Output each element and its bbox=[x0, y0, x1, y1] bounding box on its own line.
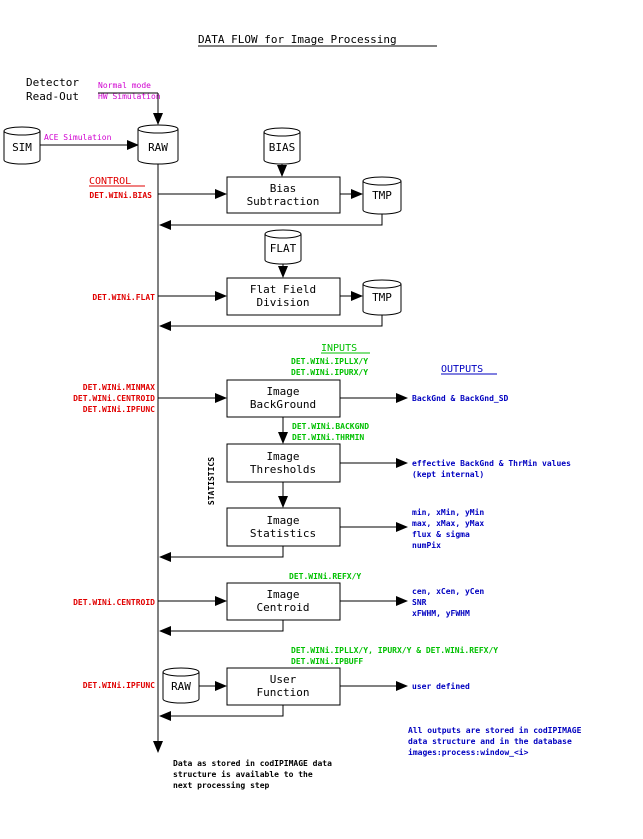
raw-store: RAW bbox=[137, 124, 179, 165]
tmp-store-2: TMP bbox=[362, 279, 402, 316]
statistics-box-line2: Statistics bbox=[250, 527, 316, 540]
thresholds-box-line2: Thresholds bbox=[250, 463, 316, 476]
output-statistics-2: max, xMax, yMax bbox=[412, 519, 484, 528]
flat-box-line1: Flat Field bbox=[250, 283, 316, 296]
control-centroid-2: DET.WINi.CENTROID bbox=[73, 597, 155, 607]
input-background-1: DET.WINi.IPLLX/Y bbox=[291, 356, 368, 366]
background-box-line2: BackGround bbox=[250, 398, 316, 411]
statistics-vertical-label: STATISTICS bbox=[207, 457, 216, 505]
user-function-box bbox=[226, 667, 341, 706]
flat-box-line2: Division bbox=[257, 296, 310, 309]
output-user: user defined bbox=[412, 681, 470, 691]
control-bias: DET.WINi.BIAS bbox=[89, 190, 152, 200]
output-statistics-4: numPix bbox=[412, 540, 441, 550]
raw-label: RAW bbox=[148, 141, 168, 154]
centroid-box-line1: Image bbox=[266, 588, 299, 601]
statistics-return-arrow bbox=[159, 546, 284, 562]
image-centroid-box bbox=[226, 582, 341, 621]
final-note-1: Data as stored in codIPIMAGE data bbox=[173, 758, 332, 768]
tmp-label-2: TMP bbox=[372, 291, 392, 304]
bias-store: BIAS bbox=[263, 127, 301, 165]
background-box-line1: Image bbox=[266, 385, 299, 398]
output-centroid-3: xFWHM, yFWHM bbox=[412, 609, 470, 618]
centroid-box-line2: Centroid bbox=[257, 601, 310, 614]
output-statistics-3: flux & sigma bbox=[412, 529, 470, 539]
bias-subtraction-box bbox=[226, 176, 341, 214]
bias-label: BIAS bbox=[269, 141, 296, 154]
sim-label: SIM bbox=[12, 141, 32, 154]
bias-box-line1: Bias bbox=[270, 182, 297, 195]
control-flat: DET.WINi.FLAT bbox=[92, 292, 155, 302]
input-background-2: DET.WINi.IPURX/Y bbox=[291, 367, 368, 377]
control-ipfunc-2: DET.WINi.IPFUNC bbox=[83, 680, 155, 690]
output-background-1: BackGnd & BackGnd_SD bbox=[412, 394, 509, 403]
flat-return-arrow bbox=[159, 315, 383, 331]
user-box-line2: Function bbox=[257, 686, 310, 699]
input-thresholds-1: DET.WINi.BACKGND bbox=[292, 421, 369, 431]
input-thresholds-2: DET.WINi.THRMIN bbox=[292, 432, 364, 442]
image-thresholds-box bbox=[226, 443, 341, 483]
diagram-title: DATA FLOW for Image Processing bbox=[198, 33, 397, 46]
detector-label-1: Detector bbox=[26, 76, 79, 89]
input-user-1: DET.WINi.IPLLX/Y, IPURX/Y & DET.WINi.REF… bbox=[291, 645, 498, 655]
statistics-box-line1: Image bbox=[266, 514, 299, 527]
centroid-return-arrow bbox=[159, 620, 284, 636]
hw-simulation-label: HW Simulation bbox=[98, 92, 161, 101]
detector-label-2: Read-Out bbox=[26, 90, 79, 103]
raw-store-2: RAW bbox=[162, 667, 200, 704]
user-box-line1: User bbox=[270, 673, 297, 686]
bias-box-line2: Subtraction bbox=[247, 195, 320, 208]
user-return-arrow bbox=[159, 705, 284, 721]
normal-mode-label: Normal mode bbox=[98, 81, 151, 90]
flat-field-box bbox=[226, 277, 341, 316]
output-thresholds-1: effective BackGnd & ThrMin values bbox=[412, 458, 571, 468]
final-note-2: structure is available to the bbox=[173, 769, 313, 779]
flat-store: FLAT bbox=[264, 229, 302, 265]
outputs-header: OUTPUTS bbox=[441, 364, 483, 375]
storage-note-1: All outputs are stored in codIPIMAGE bbox=[408, 725, 582, 735]
output-statistics-1: min, xMin, yMin bbox=[412, 507, 484, 517]
ace-simulation-label: ACE Simulation bbox=[44, 133, 112, 142]
thresholds-box-line1: Image bbox=[266, 450, 299, 463]
control-minmax: DET.WINi.MINMAX bbox=[83, 382, 155, 392]
input-user-2: DET.WINi.IPBUFF bbox=[291, 656, 363, 666]
inputs-header: INPUTS bbox=[321, 343, 357, 354]
output-centroid-2: SNR bbox=[412, 598, 427, 607]
final-note-3: next processing step bbox=[173, 780, 270, 790]
flat-label: FLAT bbox=[270, 242, 297, 255]
storage-note-3: images:process:window_<i> bbox=[408, 747, 529, 757]
control-ipfunc-1: DET.WINi.IPFUNC bbox=[83, 404, 155, 414]
control-centroid-1: DET.WINi.CENTROID bbox=[73, 393, 155, 403]
sim-store: SIM bbox=[3, 126, 41, 165]
bias-return-arrow bbox=[159, 214, 383, 230]
input-centroid: DET.WINi.REFX/Y bbox=[289, 571, 361, 581]
storage-note-2: data structure and in the database bbox=[408, 736, 572, 746]
tmp-label-1: TMP bbox=[372, 189, 392, 202]
image-background-box bbox=[226, 379, 341, 418]
output-centroid-1: cen, xCen, yCen bbox=[412, 587, 484, 596]
output-thresholds-2: (kept internal) bbox=[412, 469, 484, 479]
raw-label-2: RAW bbox=[171, 680, 191, 693]
control-header: CONTROL bbox=[89, 176, 131, 187]
tmp-store-1: TMP bbox=[362, 176, 402, 215]
